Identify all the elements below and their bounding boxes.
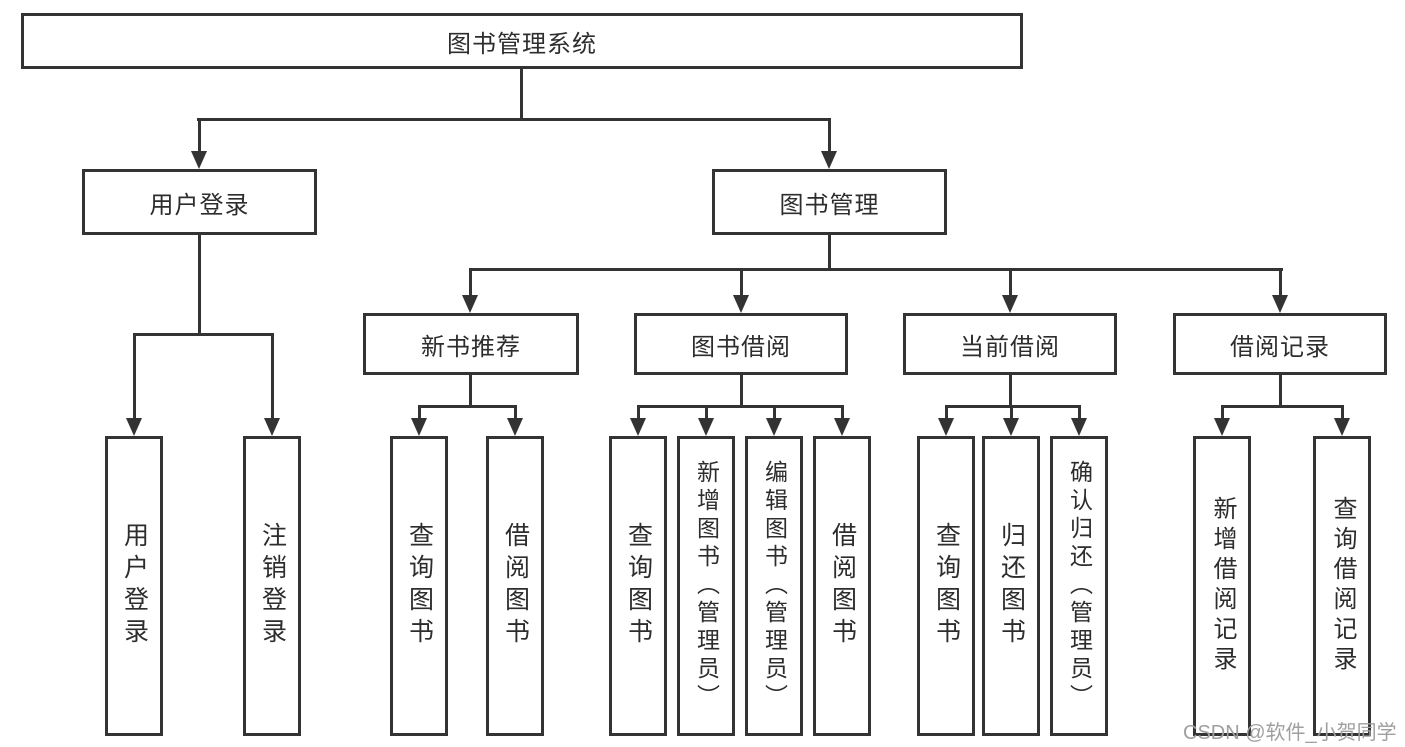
leaf-return-books: 归还图书: [982, 436, 1040, 736]
arrow-down-icon: [1003, 418, 1019, 436]
connector-line: [469, 375, 472, 408]
connector-line: [198, 118, 201, 153]
connector-line: [520, 69, 523, 121]
node-library-management-system: 图书管理系统: [21, 13, 1023, 69]
arrow-down-icon: [411, 418, 427, 436]
connector-line: [469, 268, 1283, 271]
connector-line: [740, 268, 743, 295]
leaf-user-login: 用户登录: [105, 436, 163, 736]
connector-line: [1221, 405, 1344, 408]
leaf-query-books-recommend: 查询图书: [390, 436, 448, 736]
connector-line: [418, 405, 517, 408]
arrow-down-icon: [1272, 295, 1288, 313]
connector-line: [1010, 405, 1013, 418]
arrow-down-icon: [1334, 418, 1350, 436]
connector-line: [1009, 375, 1012, 408]
arrow-down-icon: [507, 418, 523, 436]
node-current-borrowing: 当前借阅: [903, 313, 1117, 375]
leaf-query-borrowing-record: 查询借阅记录: [1313, 436, 1371, 736]
connector-line: [637, 405, 844, 408]
node-book-management: 图书管理: [712, 169, 947, 235]
leaf-logout-login: 注销登录: [243, 436, 301, 736]
arrow-down-icon: [1002, 295, 1018, 313]
csdn-watermark: CSDN @软件_小贺同学: [1183, 722, 1397, 744]
connector-line: [637, 405, 640, 418]
connector-line: [773, 405, 776, 418]
leaf-query-books-borrow: 查询图书: [609, 436, 667, 736]
arrow-down-icon: [821, 151, 837, 169]
connector-line: [1221, 405, 1224, 418]
arrow-down-icon: [1214, 418, 1230, 436]
connector-line: [198, 235, 201, 336]
leaf-confirm-return-admin: 确认归还（管理员）: [1050, 436, 1108, 736]
leaf-add-borrowing-record: 新增借阅记录: [1193, 436, 1251, 736]
arrow-down-icon: [126, 418, 142, 436]
node-borrowing-records: 借阅记录: [1173, 313, 1387, 375]
connector-line: [514, 405, 517, 418]
arrow-down-icon: [264, 418, 280, 436]
connector-line: [469, 268, 472, 295]
leaf-borrow-books-recommend: 借阅图书: [486, 436, 544, 736]
connector-line: [1341, 405, 1344, 418]
connector-line: [945, 405, 948, 418]
leaf-add-books-admin: 新增图书（管理员）: [677, 436, 735, 736]
leaf-query-books-current: 查询图书: [917, 436, 975, 736]
connector-line: [1078, 405, 1081, 418]
leaf-borrow-books-borrow: 借阅图书: [813, 436, 871, 736]
arrow-down-icon: [733, 295, 749, 313]
connector-line: [828, 118, 831, 153]
connector-line: [841, 405, 844, 418]
connector-line: [705, 405, 708, 418]
connector-line: [1279, 268, 1282, 295]
arrow-down-icon: [1071, 418, 1087, 436]
connector-line: [1009, 268, 1012, 295]
arrow-down-icon: [630, 418, 646, 436]
arrow-down-icon: [462, 295, 478, 313]
connector-line: [1279, 375, 1282, 408]
node-user-login: 用户登录: [82, 169, 317, 235]
connector-line: [418, 405, 421, 418]
connector-line: [945, 405, 1081, 408]
leaf-edit-books-admin: 编辑图书（管理员）: [745, 436, 803, 736]
connector-line: [740, 375, 743, 408]
connector-line: [197, 118, 831, 121]
node-book-borrowing: 图书借阅: [634, 313, 848, 375]
node-new-book-recommendation: 新书推荐: [363, 313, 579, 375]
connector-line: [133, 333, 274, 336]
connector-line: [828, 235, 831, 271]
arrow-down-icon: [191, 151, 207, 169]
arrow-down-icon: [834, 418, 850, 436]
connector-line: [133, 333, 136, 418]
arrow-down-icon: [698, 418, 714, 436]
arrow-down-icon: [766, 418, 782, 436]
arrow-down-icon: [938, 418, 954, 436]
connector-line: [271, 333, 274, 418]
